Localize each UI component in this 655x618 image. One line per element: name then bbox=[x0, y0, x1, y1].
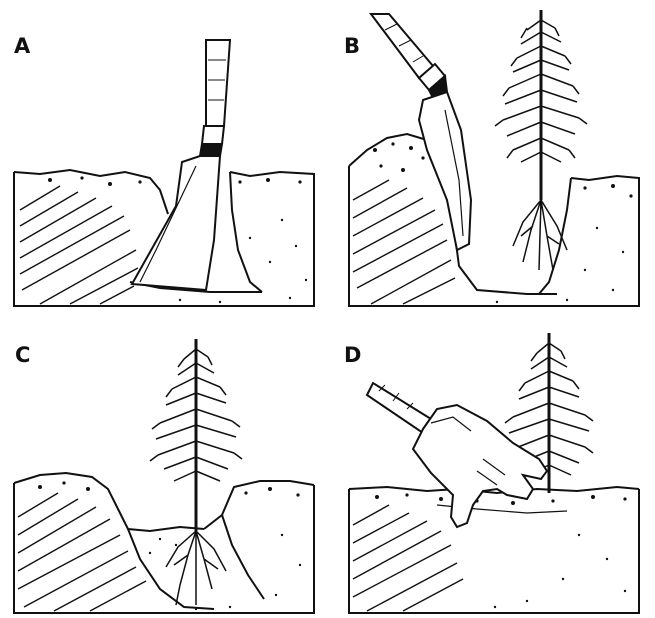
soil-icon bbox=[349, 487, 639, 613]
soil-icon bbox=[14, 473, 314, 613]
gloved-hand-icon bbox=[367, 383, 547, 527]
panel-b: B bbox=[327, 0, 654, 309]
panel-d: D bbox=[327, 309, 654, 618]
pine-seedling-icon bbox=[495, 10, 587, 270]
shovel-icon bbox=[132, 40, 230, 290]
panel-a: A bbox=[0, 0, 327, 309]
pine-seedling-icon bbox=[150, 339, 242, 605]
panel-c: C bbox=[0, 309, 327, 618]
soil-icon bbox=[349, 134, 639, 306]
shovel-icon bbox=[371, 14, 471, 250]
